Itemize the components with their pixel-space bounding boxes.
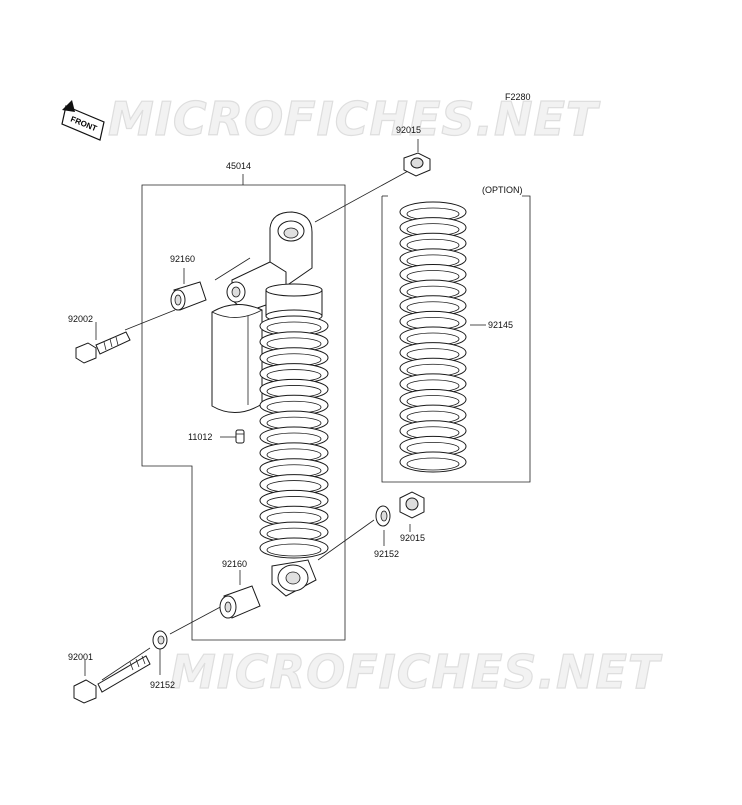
label-92002: 92002: [68, 314, 93, 324]
washer-left: [152, 630, 168, 650]
option-spring-coil-inner: [406, 457, 460, 471]
leader-lower-collar: [169, 603, 227, 635]
shock-upper-eye: [269, 211, 313, 287]
label-92152-right: 92152: [374, 549, 399, 559]
main-spring-coil-inner: [266, 543, 322, 557]
shock-top-cap: [265, 283, 323, 323]
lower-collar: [219, 585, 261, 619]
upper-nut: [403, 152, 431, 177]
label-92160-lower: 92160: [222, 559, 247, 569]
valve-cap: [235, 429, 245, 444]
label-92001: 92001: [68, 652, 93, 662]
leader-upper-bolt: [124, 309, 176, 331]
option-bracket: [381, 195, 531, 483]
label-92160-top: 92160: [170, 254, 195, 264]
front-arrow-icon: FRONT: [61, 100, 105, 141]
shock-main-spring: [259, 315, 329, 559]
leader-upper-nut: [314, 169, 411, 223]
leader-lower-bolt: [101, 647, 151, 681]
upper-collar: [170, 281, 207, 311]
shock-lower-eye: [271, 559, 317, 597]
label-92152-left: 92152: [150, 680, 175, 690]
label-11012: 11012: [188, 432, 212, 442]
shock-assembly-bracket: [141, 174, 346, 641]
lower-nut: [399, 491, 425, 519]
watermark-top: MICROFICHES.NET: [108, 92, 601, 146]
upper-bolt: [75, 331, 131, 364]
watermark-bottom: MICROFICHES.NET: [170, 645, 663, 699]
shock-reservoir: [211, 304, 263, 413]
lower-bolt: [73, 655, 151, 704]
figure-code: F2280: [505, 92, 531, 102]
leader-upper-axis: [214, 257, 251, 281]
washer-right: [375, 505, 391, 527]
option-spring: [399, 201, 467, 473]
option-label: (OPTION): [482, 185, 523, 195]
label-92145: 92145: [488, 320, 513, 330]
leader-lower-axis: [317, 519, 375, 561]
label-92015-top: 92015: [396, 125, 421, 135]
label-92015-lower: 92015: [400, 533, 425, 543]
label-45014: 45014: [226, 161, 251, 171]
